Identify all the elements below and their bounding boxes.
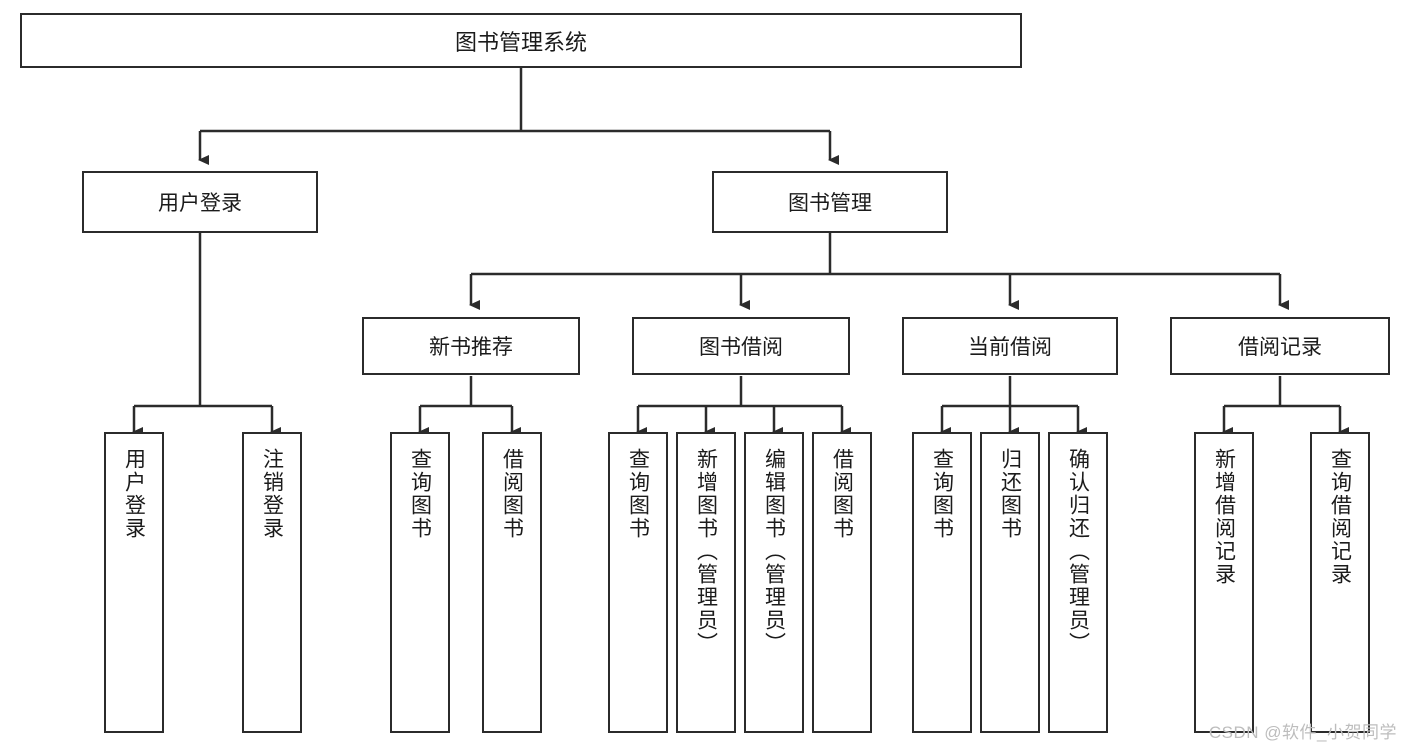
node-current-borrow[interactable]: 当前借阅	[902, 317, 1118, 375]
node-label: 借阅记录	[1238, 336, 1322, 359]
node-label: 编辑图书（管理员）	[762, 448, 786, 655]
node-label: 图书借阅	[699, 336, 783, 359]
node-label: 查询借阅记录	[1328, 448, 1352, 586]
leaf-user-login-login[interactable]: 用户登录	[104, 432, 164, 733]
leaf-user-login-logout[interactable]: 注销登录	[242, 432, 302, 733]
node-new-book-recommend[interactable]: 新书推荐	[362, 317, 580, 375]
node-label: 图书管理	[788, 192, 872, 215]
leaf-book-borrow-borrow-book[interactable]: 借阅图书	[812, 432, 872, 733]
node-label: 图书管理系统	[454, 29, 587, 55]
node-label: 当前借阅	[968, 336, 1052, 359]
node-label: 借阅图书	[500, 448, 524, 540]
node-borrow-record[interactable]: 借阅记录	[1170, 317, 1390, 375]
node-book-management[interactable]: 图书管理	[712, 171, 948, 233]
csdn-watermark: CSDN @软件_小贺同学	[1208, 723, 1397, 742]
node-label: 用户登录	[158, 192, 242, 215]
node-label: 新增图书（管理员）	[694, 448, 718, 655]
node-label: 用户登录	[122, 448, 146, 540]
node-label: 新书推荐	[429, 336, 513, 359]
node-label: 新增借阅记录	[1212, 448, 1236, 586]
node-label: 查询图书	[930, 448, 954, 540]
leaf-borrow-record-query-record[interactable]: 查询借阅记录	[1310, 432, 1370, 733]
node-label: 借阅图书	[830, 448, 854, 540]
leaf-new-book-borrow-book[interactable]: 借阅图书	[482, 432, 542, 733]
leaf-current-borrow-query-book[interactable]: 查询图书	[912, 432, 972, 733]
leaf-current-borrow-return-book[interactable]: 归还图书	[980, 432, 1040, 733]
node-user-login[interactable]: 用户登录	[82, 171, 318, 233]
node-label: 注销登录	[260, 448, 284, 540]
leaf-new-book-query-book[interactable]: 查询图书	[390, 432, 450, 733]
leaf-book-borrow-edit-book-admin[interactable]: 编辑图书（管理员）	[744, 432, 804, 733]
leaf-book-borrow-add-book-admin[interactable]: 新增图书（管理员）	[676, 432, 736, 733]
node-root-book-management-system[interactable]: 图书管理系统	[20, 13, 1022, 68]
node-book-borrow[interactable]: 图书借阅	[632, 317, 850, 375]
leaf-borrow-record-add-record[interactable]: 新增借阅记录	[1194, 432, 1254, 733]
leaf-current-borrow-confirm-return-admin[interactable]: 确认归还（管理员）	[1048, 432, 1108, 733]
node-label: 确认归还（管理员）	[1066, 448, 1090, 655]
leaf-book-borrow-query-book[interactable]: 查询图书	[608, 432, 668, 733]
node-label: 查询图书	[626, 448, 650, 540]
node-label: 归还图书	[998, 448, 1022, 540]
node-label: 查询图书	[408, 448, 432, 540]
